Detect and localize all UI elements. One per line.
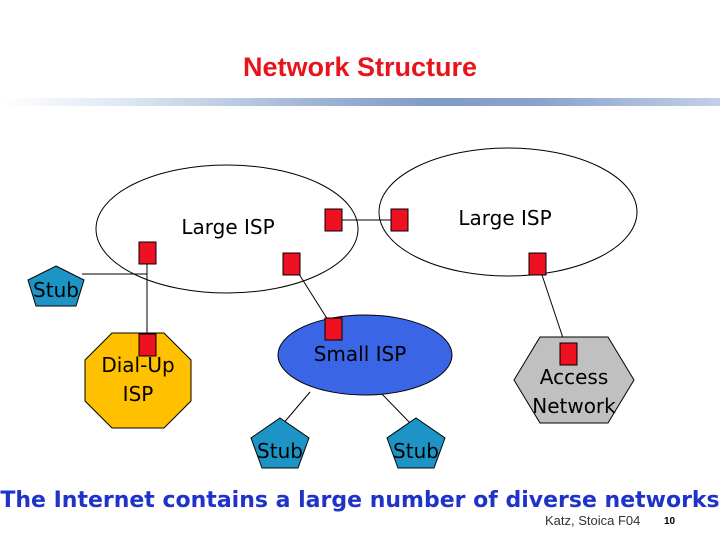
access-network-hexagon	[513, 336, 635, 424]
router-right-isp-bottom	[528, 252, 547, 276]
router-small-isp	[324, 317, 343, 341]
router-left-isp-left	[138, 241, 157, 265]
stub-pentagon-top	[27, 265, 85, 307]
access-network-label-line2: Network	[532, 394, 616, 418]
link-small-isp-stub-right	[379, 391, 413, 426]
dialup-isp-label-line1: Dial-Up	[101, 353, 174, 377]
link-small-isp-stub-left	[281, 391, 311, 426]
large-isp-left-label: Large ISP	[181, 215, 274, 239]
stub-left-label: Stub	[257, 439, 303, 463]
stub-right-label: Stub	[393, 439, 439, 463]
link-stub-dialup	[82, 273, 148, 345]
page-number: 10	[664, 516, 676, 527]
router-left-isp-bottom	[282, 252, 301, 276]
stub-pentagon-left	[250, 417, 310, 469]
access-network-label-line1: Access	[540, 365, 608, 389]
title-divider-bar	[0, 98, 720, 106]
dialup-isp-label-line2: ISP	[123, 382, 154, 406]
stub-top-label: Stub	[33, 278, 79, 302]
small-isp-label: Small ISP	[314, 342, 407, 366]
stub-pentagon-right	[386, 417, 446, 469]
slide-title: Network Structure	[242, 52, 478, 82]
slide-caption: The Internet contains a large number of …	[0, 488, 720, 513]
router-right-isp-peer	[390, 208, 409, 232]
large-isp-right-label: Large ISP	[458, 206, 551, 230]
small-isp-cloud	[277, 314, 453, 396]
router-dialup	[138, 333, 157, 357]
dialup-isp-octagon	[84, 332, 192, 429]
router-access	[559, 342, 578, 366]
router-left-isp-peer	[324, 208, 343, 232]
slide-footer: Katz, Stoica F04	[545, 513, 641, 528]
large-isp-right-cloud	[378, 147, 638, 277]
